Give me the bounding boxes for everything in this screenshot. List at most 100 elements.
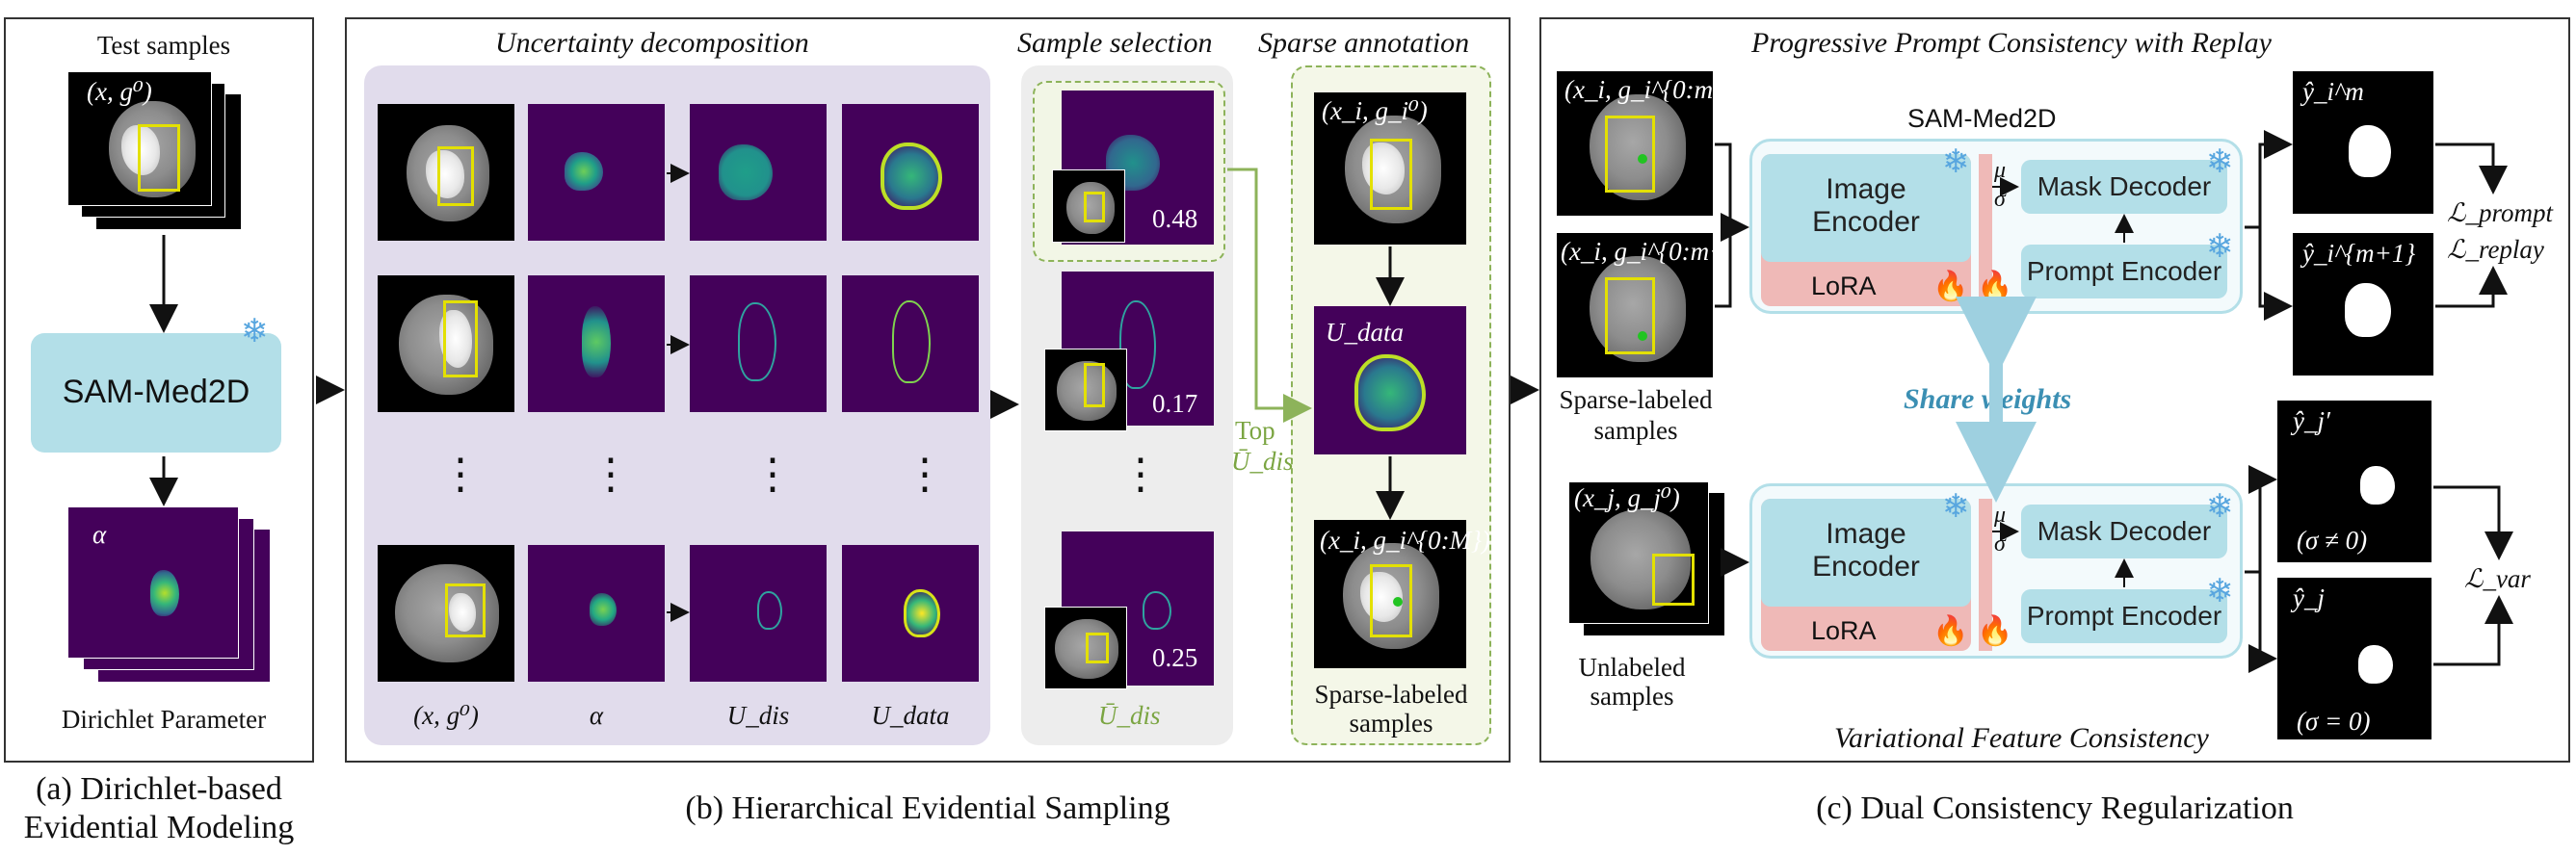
image-encoder-bottom: Image Encoder <box>1761 499 1971 607</box>
grid-r3-udis <box>690 545 827 682</box>
caption-a-line1: (a) Dirichlet-based <box>36 771 282 807</box>
loss-replay: ℒ_replay <box>2447 235 2544 264</box>
image-encoder-top-line2: Encoder <box>1812 206 1920 238</box>
sigma-bottom: σ <box>1994 531 2006 557</box>
grid-r3-udata <box>842 545 979 682</box>
grid-r2-input <box>378 275 514 412</box>
mu-bottom: μ <box>1994 503 2007 528</box>
sparse-input-2 <box>1557 233 1713 377</box>
grid-r1-alpha <box>528 104 665 241</box>
unlabeled-input-label: (x_j, g_j⁰) <box>1574 483 1680 512</box>
selection-axis-label: Ū_dis <box>1098 701 1161 730</box>
grid-ellipsis-col3: ⋮ <box>751 451 794 498</box>
output-mask-1 <box>2293 71 2433 214</box>
mask-decoder-top: Mask Decoder <box>2021 160 2227 214</box>
sam-med2d-block-a <box>31 333 281 453</box>
caption-a-line2: Evidential Modeling <box>23 810 295 845</box>
image-encoder-top: Image Encoder <box>1761 154 1971 262</box>
annot-input <box>1314 92 1466 245</box>
output-4-label: ŷ_j <box>2293 583 2325 612</box>
annot-output <box>1314 520 1466 668</box>
selection-input-2 <box>1044 349 1127 431</box>
feature-bar-top <box>1979 154 1992 306</box>
annot-caption-1: Sparse-labeled <box>1314 680 1468 709</box>
annot-udata-label: U_data <box>1326 318 1404 347</box>
grid-r3-input <box>378 545 514 682</box>
annot-output-label: (x_i, g_i^{0:M}) <box>1320 526 1490 555</box>
sam-label-top: SAM-Med2D <box>1907 104 2057 133</box>
test-input-label: (x, g⁰) <box>87 77 152 106</box>
dirichlet-parameter-label: Dirichlet Parameter <box>61 705 267 734</box>
frozen-icon-a: ❄ <box>241 314 269 350</box>
grid-r2-alpha <box>528 275 665 412</box>
output-2-label: ŷ_i^{m+1} <box>2302 239 2416 268</box>
top-udis-label: Ū_dis <box>1231 447 1294 476</box>
grid-r1-udata <box>842 104 979 241</box>
sample-selection-title: Sample selection <box>1017 27 1213 59</box>
frozen-icon-bottom-dec: ❄ <box>2206 489 2234 525</box>
annot-udata <box>1314 306 1466 454</box>
loss-prompt: ℒ_prompt <box>2447 198 2553 227</box>
lora-label-bottom: LoRA <box>1811 616 1877 645</box>
selection-udis-1 <box>1062 91 1214 245</box>
grid-r2-udata <box>842 275 979 412</box>
grid-r1-input <box>378 104 514 241</box>
output-mask-3 <box>2277 401 2431 562</box>
top-label: Top <box>1235 416 1275 445</box>
sigma-top: σ <box>1994 187 2006 212</box>
sparse-input-2-label: (x_i, g_i^{0:m+1}) <box>1561 237 1759 266</box>
score-2: 0.17 <box>1152 389 1198 418</box>
image-encoder-top-line1: Image <box>1826 173 1906 205</box>
feature-bar-bottom <box>1979 499 1992 651</box>
mask-decoder-bottom: Mask Decoder <box>2021 505 2227 558</box>
sparse-caption-2: samples <box>1593 416 1678 445</box>
annot-caption-2: samples <box>1349 709 1433 738</box>
vfc-title: Variational Feature Consistency <box>1834 722 2209 754</box>
output-mask-4 <box>2277 578 2431 739</box>
selection-input-1 <box>1052 169 1125 243</box>
image-encoder-bottom-line2: Encoder <box>1812 551 1920 583</box>
frozen-icon-top-enc: ❄ <box>1942 144 1970 180</box>
alpha-map-front <box>67 506 239 659</box>
lora-label-top: LoRA <box>1811 272 1877 300</box>
alpha-label-a: α <box>92 520 107 549</box>
col-label-udis: U_dis <box>726 701 790 730</box>
test-samples-title: Test samples <box>96 31 231 60</box>
uncertainty-decomposition-title: Uncertainty decomposition <box>495 27 809 59</box>
grid-ellipsis-col2: ⋮ <box>590 451 632 498</box>
caption-b: (b) Hierarchical Evidential Sampling <box>685 790 1170 826</box>
trainable-icon-bottom-1: 🔥 <box>1932 615 1969 647</box>
output-3-label: ŷ_j′ <box>2293 406 2330 435</box>
grid-r2-udis <box>690 275 827 412</box>
prompt-encoder-top: Prompt Encoder <box>2021 245 2227 298</box>
grid-ellipsis-col4: ⋮ <box>904 451 946 498</box>
unlabeled-caption-2: samples <box>1590 682 1674 711</box>
unlabeled-caption-1: Unlabeled <box>1578 653 1686 682</box>
sam-med2d-label-a: SAM-Med2D <box>62 374 250 410</box>
grid-ellipsis-col1: ⋮ <box>439 451 482 498</box>
grid-r1-udis <box>690 104 827 241</box>
col-label-input: (x, g⁰) <box>413 701 479 730</box>
selection-input-3 <box>1044 607 1127 689</box>
unlabeled-input-front <box>1568 481 1709 624</box>
sparse-annotation-title: Sparse annotation <box>1258 27 1470 59</box>
output-3-note: (σ ≠ 0) <box>2297 526 2368 555</box>
output-mask-2 <box>2293 233 2433 376</box>
sparse-caption-1: Sparse-labeled <box>1559 385 1713 414</box>
image-encoder-bottom-line1: Image <box>1826 518 1906 550</box>
prompt-encoder-bottom: Prompt Encoder <box>2021 589 2227 643</box>
mu-top: μ <box>1994 158 2007 183</box>
frozen-icon-top-dec: ❄ <box>2206 144 2234 180</box>
frozen-icon-top-prm: ❄ <box>2206 229 2234 265</box>
frozen-icon-bottom-prm: ❄ <box>2206 574 2234 609</box>
grid-r3-alpha <box>528 545 665 682</box>
test-image-front <box>67 71 212 206</box>
selection-ellipsis: ⋮ <box>1119 451 1162 498</box>
score-1: 0.48 <box>1152 204 1198 233</box>
sparse-input-1 <box>1557 71 1713 216</box>
output-1-label: ŷ_i^m <box>2302 77 2364 106</box>
sparse-input-1-label: (x_i, g_i^{0:m}) <box>1564 75 1732 104</box>
caption-c: (c) Dual Consistency Regularization <box>1816 790 2294 826</box>
annot-input-label: (x_i, g_i⁰) <box>1322 96 1428 125</box>
